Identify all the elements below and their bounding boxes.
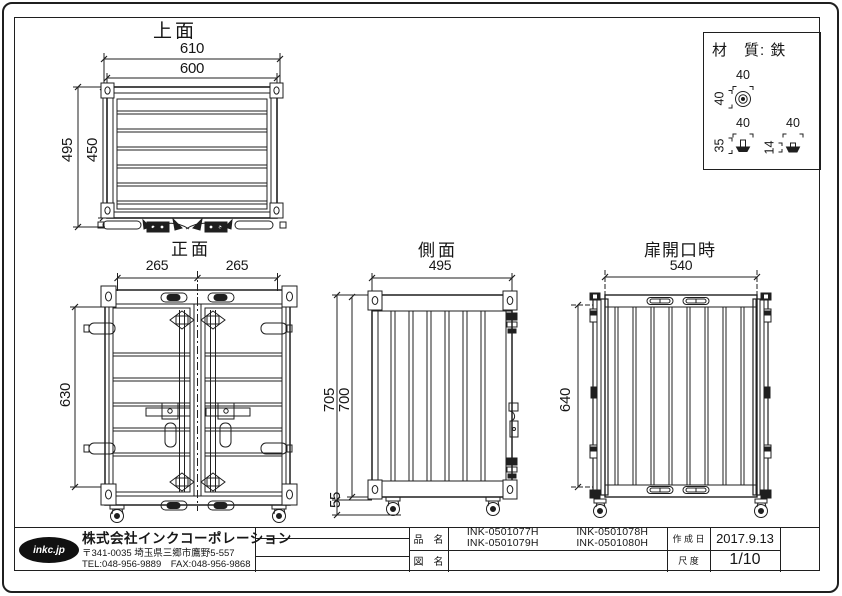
company-name: 株式会社インクコーポレーション xyxy=(82,531,292,546)
front-door-slats xyxy=(113,352,282,457)
part-numbers: INK-0501077H INK-0501078H INK-0501079H I… xyxy=(448,527,667,549)
open-casters xyxy=(593,498,768,518)
view-title-top: 上面 xyxy=(152,21,197,42)
dim-front-door-left: 265 xyxy=(145,257,169,273)
dim-glide-height: 14 xyxy=(762,140,777,155)
drawing-name-label: 図 名 xyxy=(413,556,444,568)
side-view-drawing xyxy=(332,273,519,519)
part-number: INK-0501077H xyxy=(466,526,539,538)
item-name-label: 品 名 xyxy=(413,534,444,546)
dim-open-width: 540 xyxy=(669,257,693,273)
creation-date-value: 2017.9.13 xyxy=(716,530,774,546)
open-slats xyxy=(614,307,745,485)
view-title-door-open: 扉開口時 xyxy=(644,241,716,260)
front-casters xyxy=(109,504,287,523)
dim-caster-height: 40 xyxy=(712,91,727,106)
part-number: INK-0501080H xyxy=(576,537,649,549)
titleblock-row-divider xyxy=(255,556,409,557)
scale-label: 尺 度 xyxy=(678,555,699,566)
drawing-frame xyxy=(14,17,820,571)
door-open-view-drawing xyxy=(571,270,772,518)
drawing-name-value xyxy=(448,549,667,571)
dim-caster-width: 40 xyxy=(736,68,750,82)
title-block xyxy=(14,527,820,572)
dim-side-width: 495 xyxy=(428,257,452,273)
dim-front-door-right: 265 xyxy=(225,257,249,273)
titleblock-divider xyxy=(255,528,256,572)
top-slats xyxy=(117,110,267,205)
material-detail-drawings xyxy=(728,86,804,154)
view-title-side: 側面 xyxy=(418,241,458,260)
dim-top-width-inner: 600 xyxy=(179,60,205,77)
part-number: INK-0501078H xyxy=(576,526,649,538)
top-view-drawing xyxy=(73,53,287,233)
side-slats xyxy=(390,311,486,481)
side-casters xyxy=(385,496,501,516)
dim-glide-width: 40 xyxy=(786,116,800,130)
material-spec-box: 材 質: 鉄 40 40 40 35 40 14 xyxy=(703,32,821,170)
titleblock-divider xyxy=(780,528,781,572)
material-label: 材 質: 鉄 xyxy=(712,42,787,59)
front-view-drawing xyxy=(70,271,298,523)
titleblock-row-divider xyxy=(409,550,780,551)
dim-top-width-outer: 610 xyxy=(179,40,205,57)
dim-adjuster-width: 40 xyxy=(736,116,750,130)
creation-date-label: 作 成 日 xyxy=(672,533,705,544)
scale-value: 1/10 xyxy=(729,551,761,568)
view-title-front: 正面 xyxy=(171,240,211,259)
company-logo: inkc.jp xyxy=(19,537,79,563)
company-tel-fax: TEL:048-956-9889 FAX:048-956-9868 xyxy=(82,559,251,570)
titleblock-row-divider xyxy=(255,538,409,539)
part-number: INK-0501079H xyxy=(466,537,539,549)
dim-adjuster-height: 35 xyxy=(712,138,727,153)
company-logo-text: inkc.jp xyxy=(33,544,65,556)
company-address: 〒341-0035 埼玉県三郷市鷹野5-557 xyxy=(82,548,235,559)
